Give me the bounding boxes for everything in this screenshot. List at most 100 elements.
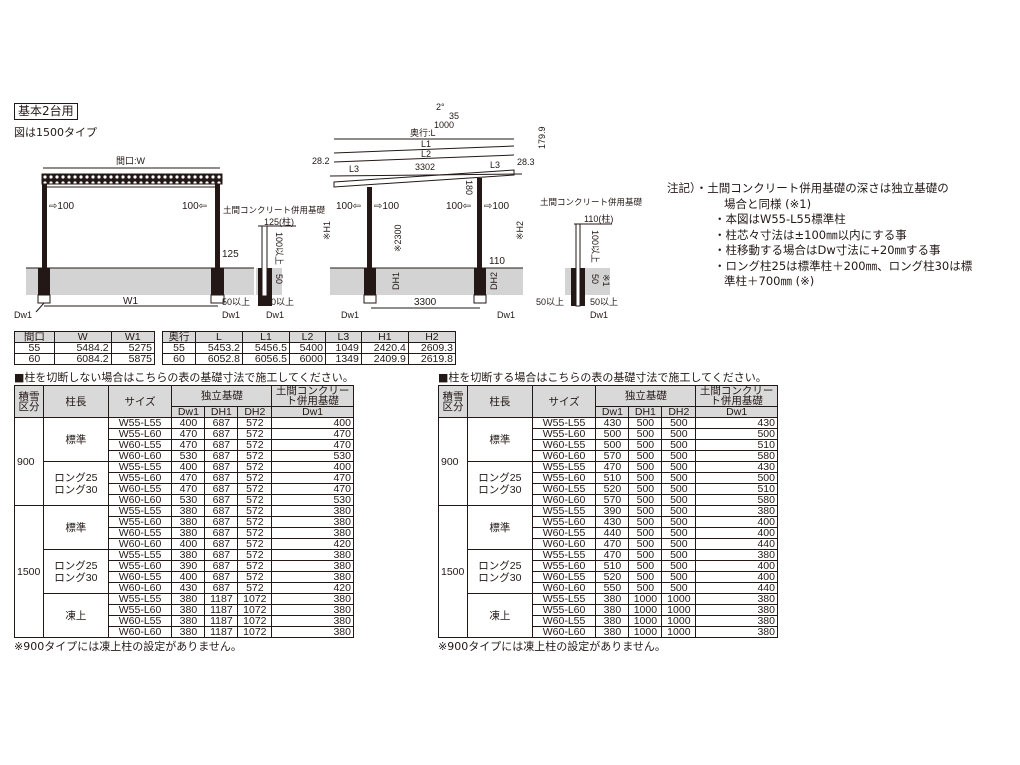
size-cell: W60-L60 — [531, 450, 597, 462]
value-cell: 470 — [171, 439, 206, 451]
value-cell: 500 — [661, 527, 697, 539]
table-cell: 60 — [14, 353, 55, 365]
sub-header: Dw1 — [695, 406, 778, 418]
value-cell: 1072 — [237, 626, 273, 638]
column-header: W — [53, 331, 112, 343]
value-cell: 380 — [695, 593, 778, 605]
table-cell: 1049 — [324, 342, 362, 354]
value-cell: 1072 — [237, 604, 273, 616]
value-cell: 470 — [595, 461, 630, 473]
value-cell: 400 — [271, 417, 354, 429]
value-cell: 500 — [695, 472, 778, 484]
width-label: 間口:W — [116, 156, 146, 166]
value-cell: 687 — [204, 461, 239, 473]
value-cell: 1187 — [204, 593, 239, 605]
header-concrete: 土間コンクリート併用基礎 — [695, 385, 778, 407]
value-cell: 380 — [271, 615, 354, 627]
header-row: 積雪区分柱長サイズ独立基礎土間コンクリート併用基礎 — [14, 385, 354, 418]
size-cell: W55-L55 — [107, 549, 173, 561]
post-length: 凍上 — [466, 593, 533, 638]
value-cell: 380 — [695, 505, 778, 517]
value-cell: 572 — [237, 538, 273, 550]
dh2-label: DH2 — [489, 272, 499, 290]
post-length: 標準 — [466, 505, 533, 550]
column-header: 奥行 — [162, 331, 196, 343]
value-cell: 530 — [271, 450, 354, 462]
value-cell: 687 — [204, 571, 239, 583]
size-cell: W55-L55 — [531, 461, 597, 473]
snow-class: 1500 — [14, 505, 44, 638]
d180-label: 180 — [464, 180, 474, 195]
value-cell: 430 — [695, 461, 778, 473]
table-cell: 5456.5 — [241, 342, 291, 354]
size-cell: W60-L55 — [531, 439, 597, 451]
value-cell: 530 — [271, 494, 354, 506]
column-header: H1 — [360, 331, 409, 343]
value-cell: 500 — [661, 494, 697, 506]
value-cell: 380 — [171, 593, 206, 605]
value-cell: 550 — [595, 582, 630, 594]
sub-header: DH1 — [204, 406, 239, 418]
value-cell: 500 — [661, 549, 697, 561]
value-cell: 1000 — [628, 615, 663, 627]
slope-run: 1000 — [434, 120, 454, 130]
value-cell: 430 — [595, 417, 630, 429]
header-independent: 独立基礎 — [595, 385, 697, 407]
foundation-table-block: ■柱を切断する場合はこちらの表の基礎寸法で施工してください。積雪区分柱長サイズ独… — [438, 371, 783, 654]
value-cell: 572 — [237, 560, 273, 572]
value-cell: 572 — [237, 527, 273, 539]
post-left — [42, 184, 47, 280]
size-cell: W55-L55 — [531, 505, 597, 517]
size-cell: W55-L55 — [531, 593, 597, 605]
value-cell: 687 — [204, 582, 239, 594]
value-cell: 470 — [271, 472, 354, 484]
value-cell: 470 — [271, 483, 354, 495]
size-cell: W60-L55 — [107, 615, 173, 627]
value-cell: 1072 — [237, 593, 273, 605]
post-length: ロング25 ロング30 — [42, 549, 109, 594]
table-cell: 2609.3 — [407, 342, 457, 354]
value-cell: 380 — [271, 516, 354, 528]
value-cell: 380 — [271, 626, 354, 638]
value-cell: 570 — [595, 450, 630, 462]
value-cell: 380 — [171, 527, 206, 539]
value-cell: 470 — [271, 428, 354, 440]
value-cell: 400 — [695, 516, 778, 528]
size-cell: W55-L55 — [107, 593, 173, 605]
value-cell: 687 — [204, 472, 239, 484]
value-cell: 500 — [661, 450, 697, 462]
value-cell: 1000 — [628, 626, 663, 638]
value-cell: 510 — [595, 560, 630, 572]
l2-label: L2 — [421, 149, 431, 159]
table-cell: 60 — [162, 353, 196, 365]
value-cell: 500 — [661, 538, 697, 550]
value-cell: 420 — [271, 538, 354, 550]
value-cell: 510 — [695, 439, 778, 451]
value-cell: 400 — [695, 571, 778, 583]
post-length: 凍上 — [42, 593, 109, 638]
l1-label: L1 — [421, 139, 431, 149]
value-cell: 1187 — [204, 604, 239, 616]
header-snow: 積雪区分 — [14, 385, 44, 418]
value-cell: 380 — [595, 593, 630, 605]
post-rear — [477, 178, 482, 282]
value-cell: 500 — [661, 461, 697, 473]
value-cell: 1000 — [661, 593, 697, 605]
size-cell: W60-L55 — [107, 483, 173, 495]
sub-header: Dw1 — [595, 406, 630, 418]
offset-label: ⇨100 — [484, 201, 510, 212]
post-length: 標準 — [42, 505, 109, 550]
table-cell: 2619.8 — [407, 353, 457, 365]
note-item: 場合と同様 (※1) — [724, 196, 812, 211]
